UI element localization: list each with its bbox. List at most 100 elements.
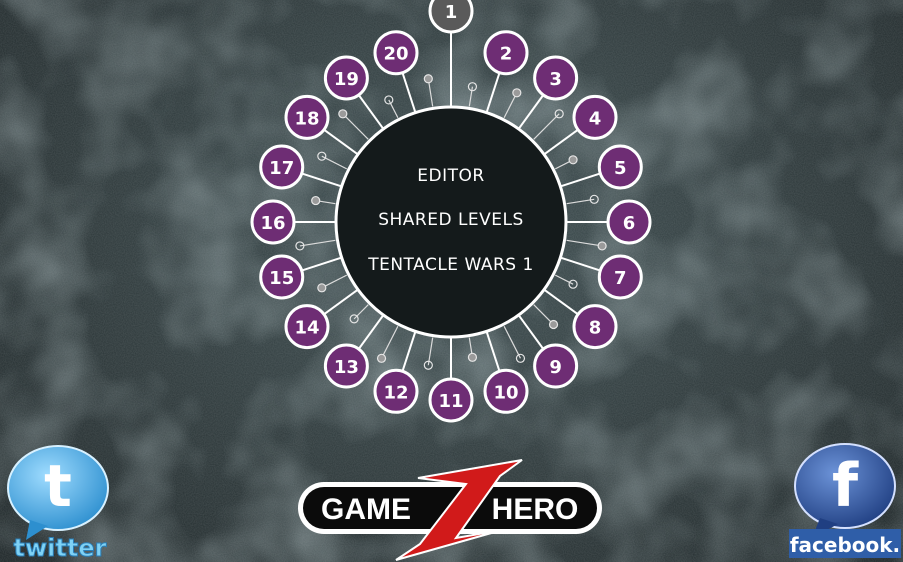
level-spoke [401,331,417,372]
level-spoke [543,288,579,316]
level-number: 19 [334,69,359,90]
menu-editor[interactable]: EDITOR [417,166,485,186]
level-spoke [323,128,359,156]
level-1-button[interactable]: 1 [428,0,474,34]
menu-shared-levels[interactable]: SHARED LEVELS [378,210,524,230]
level-number: 2 [500,44,513,65]
level-spoke [560,172,601,188]
level-spoke [543,128,579,156]
level-6-button[interactable]: 6 [606,199,652,245]
level-10-button[interactable]: 10 [483,368,529,414]
level-11-button[interactable]: 11 [428,377,474,423]
level-18-button[interactable]: 18 [284,94,330,140]
level-node-circle [572,94,618,140]
level-node-circle [259,144,305,190]
twitter-label: twitter [14,534,107,562]
level-node-circle [323,55,369,101]
menu-tentacle-wars-1[interactable]: TENTACLE WARS 1 [368,255,534,275]
facebook-icon [794,443,896,529]
hub-ring [334,105,568,339]
level-spoke [517,314,545,350]
tendril-line [468,86,474,107]
level-node-circle [373,368,419,414]
level-spoke [517,94,545,130]
tendril-dot [554,109,564,119]
tendril-dot [467,82,478,92]
tendril-line [299,239,336,247]
level-17-button[interactable]: 17 [259,144,305,190]
level-3-button[interactable]: 3 [533,55,579,101]
twitter-button[interactable]: t twitter [7,445,109,562]
tendril-line [321,155,348,170]
level-14-button[interactable]: 14 [284,304,330,350]
level-16-button[interactable]: 16 [250,199,296,245]
level-number: 3 [549,69,562,90]
level-number: 4 [589,108,602,129]
tendril-dot [423,360,433,370]
level-number: 15 [269,268,294,289]
tendril-line [353,304,369,320]
level-4-button[interactable]: 4 [572,94,618,140]
level-spoke [357,94,385,130]
level-7-button[interactable]: 7 [597,254,643,300]
tendril-dot [317,283,327,293]
tendril-line [427,337,434,366]
tendril-dot [515,353,526,363]
level-number: 14 [294,318,319,339]
tendril-dot [589,194,599,204]
level-13-button[interactable]: 13 [323,343,369,389]
gamezhero-logo[interactable]: GAME HERO Z [298,459,602,561]
level-node-circle [373,30,419,76]
level-spoke [560,256,601,272]
level-node-circle [428,377,474,423]
level-20-button[interactable]: 20 [373,30,419,76]
level-node-circle [597,144,643,190]
tendril-line [427,78,434,107]
facebook-button[interactable]: f facebook. [789,443,901,558]
level-spoke [485,72,501,113]
tendril-dot [548,319,559,330]
twitter-icon [7,445,109,531]
level-node-circle [284,304,330,350]
tendril-dot [338,109,348,119]
level-number: 10 [493,382,518,403]
level-15-button[interactable]: 15 [259,254,305,300]
logo-word-game: GAME [321,493,411,526]
facebook-label-bg [789,529,901,558]
level-node-circle [250,199,296,245]
level-number: 1 [445,2,458,23]
level-node-circle [323,343,369,389]
tendril-line [342,113,369,140]
tendril-line [566,239,603,247]
level-5-button[interactable]: 5 [597,144,643,190]
tendril-dot [467,352,478,362]
level-12-button[interactable]: 12 [373,368,419,414]
level-node-circle [533,343,579,389]
tendril-line [321,274,348,289]
level-node-circle [284,94,330,140]
level-spoke [301,172,342,188]
tendril-dot [384,95,394,105]
level-node-circle [606,199,652,245]
level-spoke [401,72,417,113]
level-spoke [357,314,385,350]
level-2-button[interactable]: 2 [483,30,529,76]
level-9-button[interactable]: 9 [533,343,579,389]
tendril-dot [349,314,359,324]
level-spokes [294,32,608,379]
level-19-button[interactable]: 19 [323,55,369,101]
tendril-dot [376,353,387,363]
level-node-circle [572,304,618,350]
level-node-circle [533,55,579,101]
level-8-button[interactable]: 8 [572,304,618,350]
tendril-line [388,99,399,119]
tendril-dot [295,241,305,251]
level-number: 12 [383,382,408,403]
tendril-line [533,304,554,325]
tendril-line [533,113,560,140]
tendril-line [503,325,521,359]
level-spoke [301,256,342,272]
level-spoke [485,331,501,372]
